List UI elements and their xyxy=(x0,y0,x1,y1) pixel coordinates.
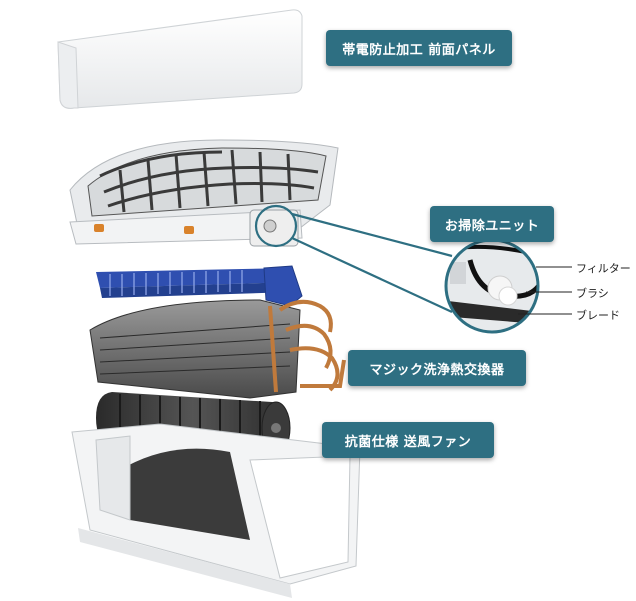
heat-exchanger-part xyxy=(89,299,346,399)
leader-line-upper xyxy=(291,212,453,258)
filter-unit-part xyxy=(69,139,339,247)
filter-callout-label: フィルター xyxy=(576,262,631,275)
front-panel-badge: 帯電防止加工 前面パネル xyxy=(326,30,512,66)
zoom-source-circle xyxy=(254,204,298,248)
cleaning-unit-label: お掃除ユニット xyxy=(444,218,540,234)
heat-exchanger-label: マジック洗浄熱交換器 xyxy=(369,362,505,378)
leader-line-lower xyxy=(291,237,453,313)
zoom-circle xyxy=(444,238,540,334)
cleaning-unit-badge: お掃除ユニット xyxy=(430,206,554,242)
blade-callout-label: ブレード xyxy=(576,309,620,322)
chassis-part xyxy=(71,423,361,598)
brush-callout-label: ブラシ xyxy=(576,287,609,300)
front-panel-label: 帯電防止加工 前面パネル xyxy=(342,42,496,58)
fan-label: 抗菌仕様 送風ファン xyxy=(344,434,472,450)
fan-badge: 抗菌仕様 送風ファン xyxy=(322,422,494,458)
front-panel-part xyxy=(57,9,303,109)
blue-cleaning-part xyxy=(96,265,303,307)
heat-exchanger-badge: マジック洗浄熱交換器 xyxy=(348,350,526,386)
